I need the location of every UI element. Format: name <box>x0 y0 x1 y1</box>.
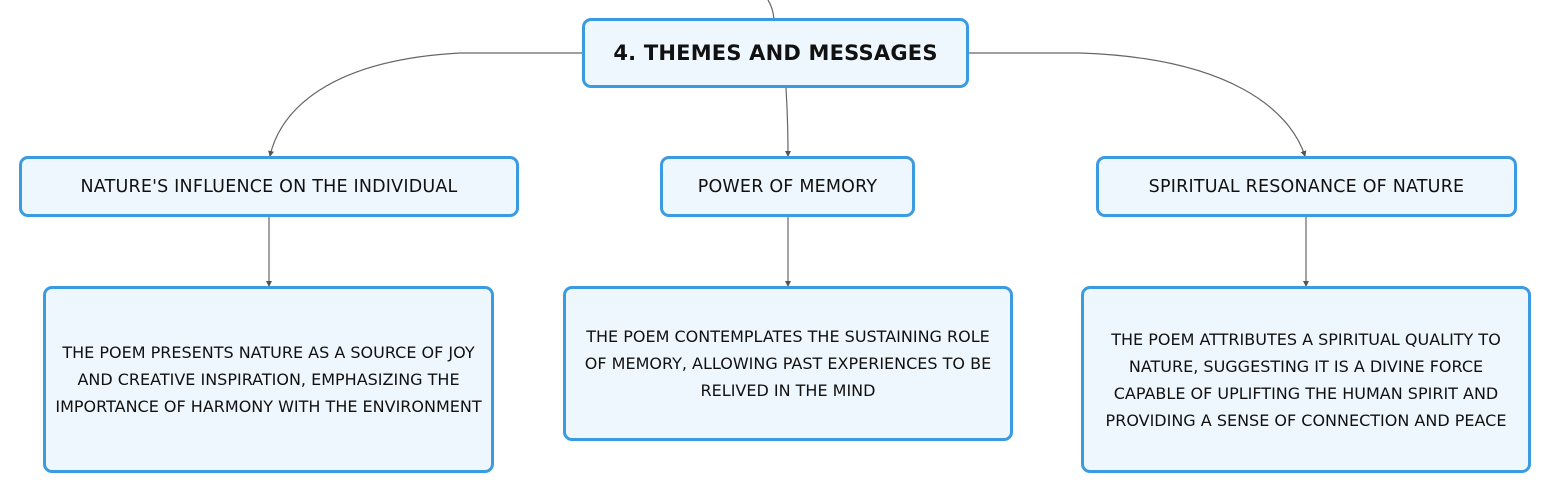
connector-root-to-branch-3 <box>969 52 1307 157</box>
incoming-parent-connector <box>767 0 775 20</box>
root-topic-node[interactable]: 4. THEMES AND MESSAGES <box>582 18 969 88</box>
branch-node-power-of-memory[interactable]: POWER OF MEMORY <box>660 156 915 217</box>
root-topic-title: 4. THEMES AND MESSAGES <box>613 41 938 65</box>
detail-text: THE POEM CONTEMPLATES THE SUSTAINING ROL… <box>584 327 992 400</box>
branch-node-natures-influence[interactable]: NATURE'S INFLUENCE ON THE INDIVIDUAL <box>19 156 519 217</box>
branch-title: POWER OF MEMORY <box>697 176 878 197</box>
detail-text: THE POEM ATTRIBUTES A SPIRITUAL QUALITY … <box>1105 329 1507 430</box>
connector-root-to-branch-1 <box>268 52 582 157</box>
branch-title: NATURE'S INFLUENCE ON THE INDIVIDUAL <box>80 176 458 197</box>
detail-node-spiritual-resonance[interactable]: THE POEM ATTRIBUTES A SPIRITUAL QUALITY … <box>1081 286 1531 473</box>
detail-node-natures-influence[interactable]: THE POEM PRESENTS NATURE AS A SOURCE OF … <box>43 286 494 473</box>
detail-node-power-of-memory[interactable]: THE POEM CONTEMPLATES THE SUSTAINING ROL… <box>563 286 1013 441</box>
branch-title: SPIRITUAL RESONANCE OF NATURE <box>1148 176 1465 197</box>
branch-node-spiritual-resonance[interactable]: SPIRITUAL RESONANCE OF NATURE <box>1096 156 1517 217</box>
connector-root-to-branch-2 <box>784 87 791 157</box>
detail-text: THE POEM PRESENTS NATURE AS A SOURCE OF … <box>55 343 482 416</box>
